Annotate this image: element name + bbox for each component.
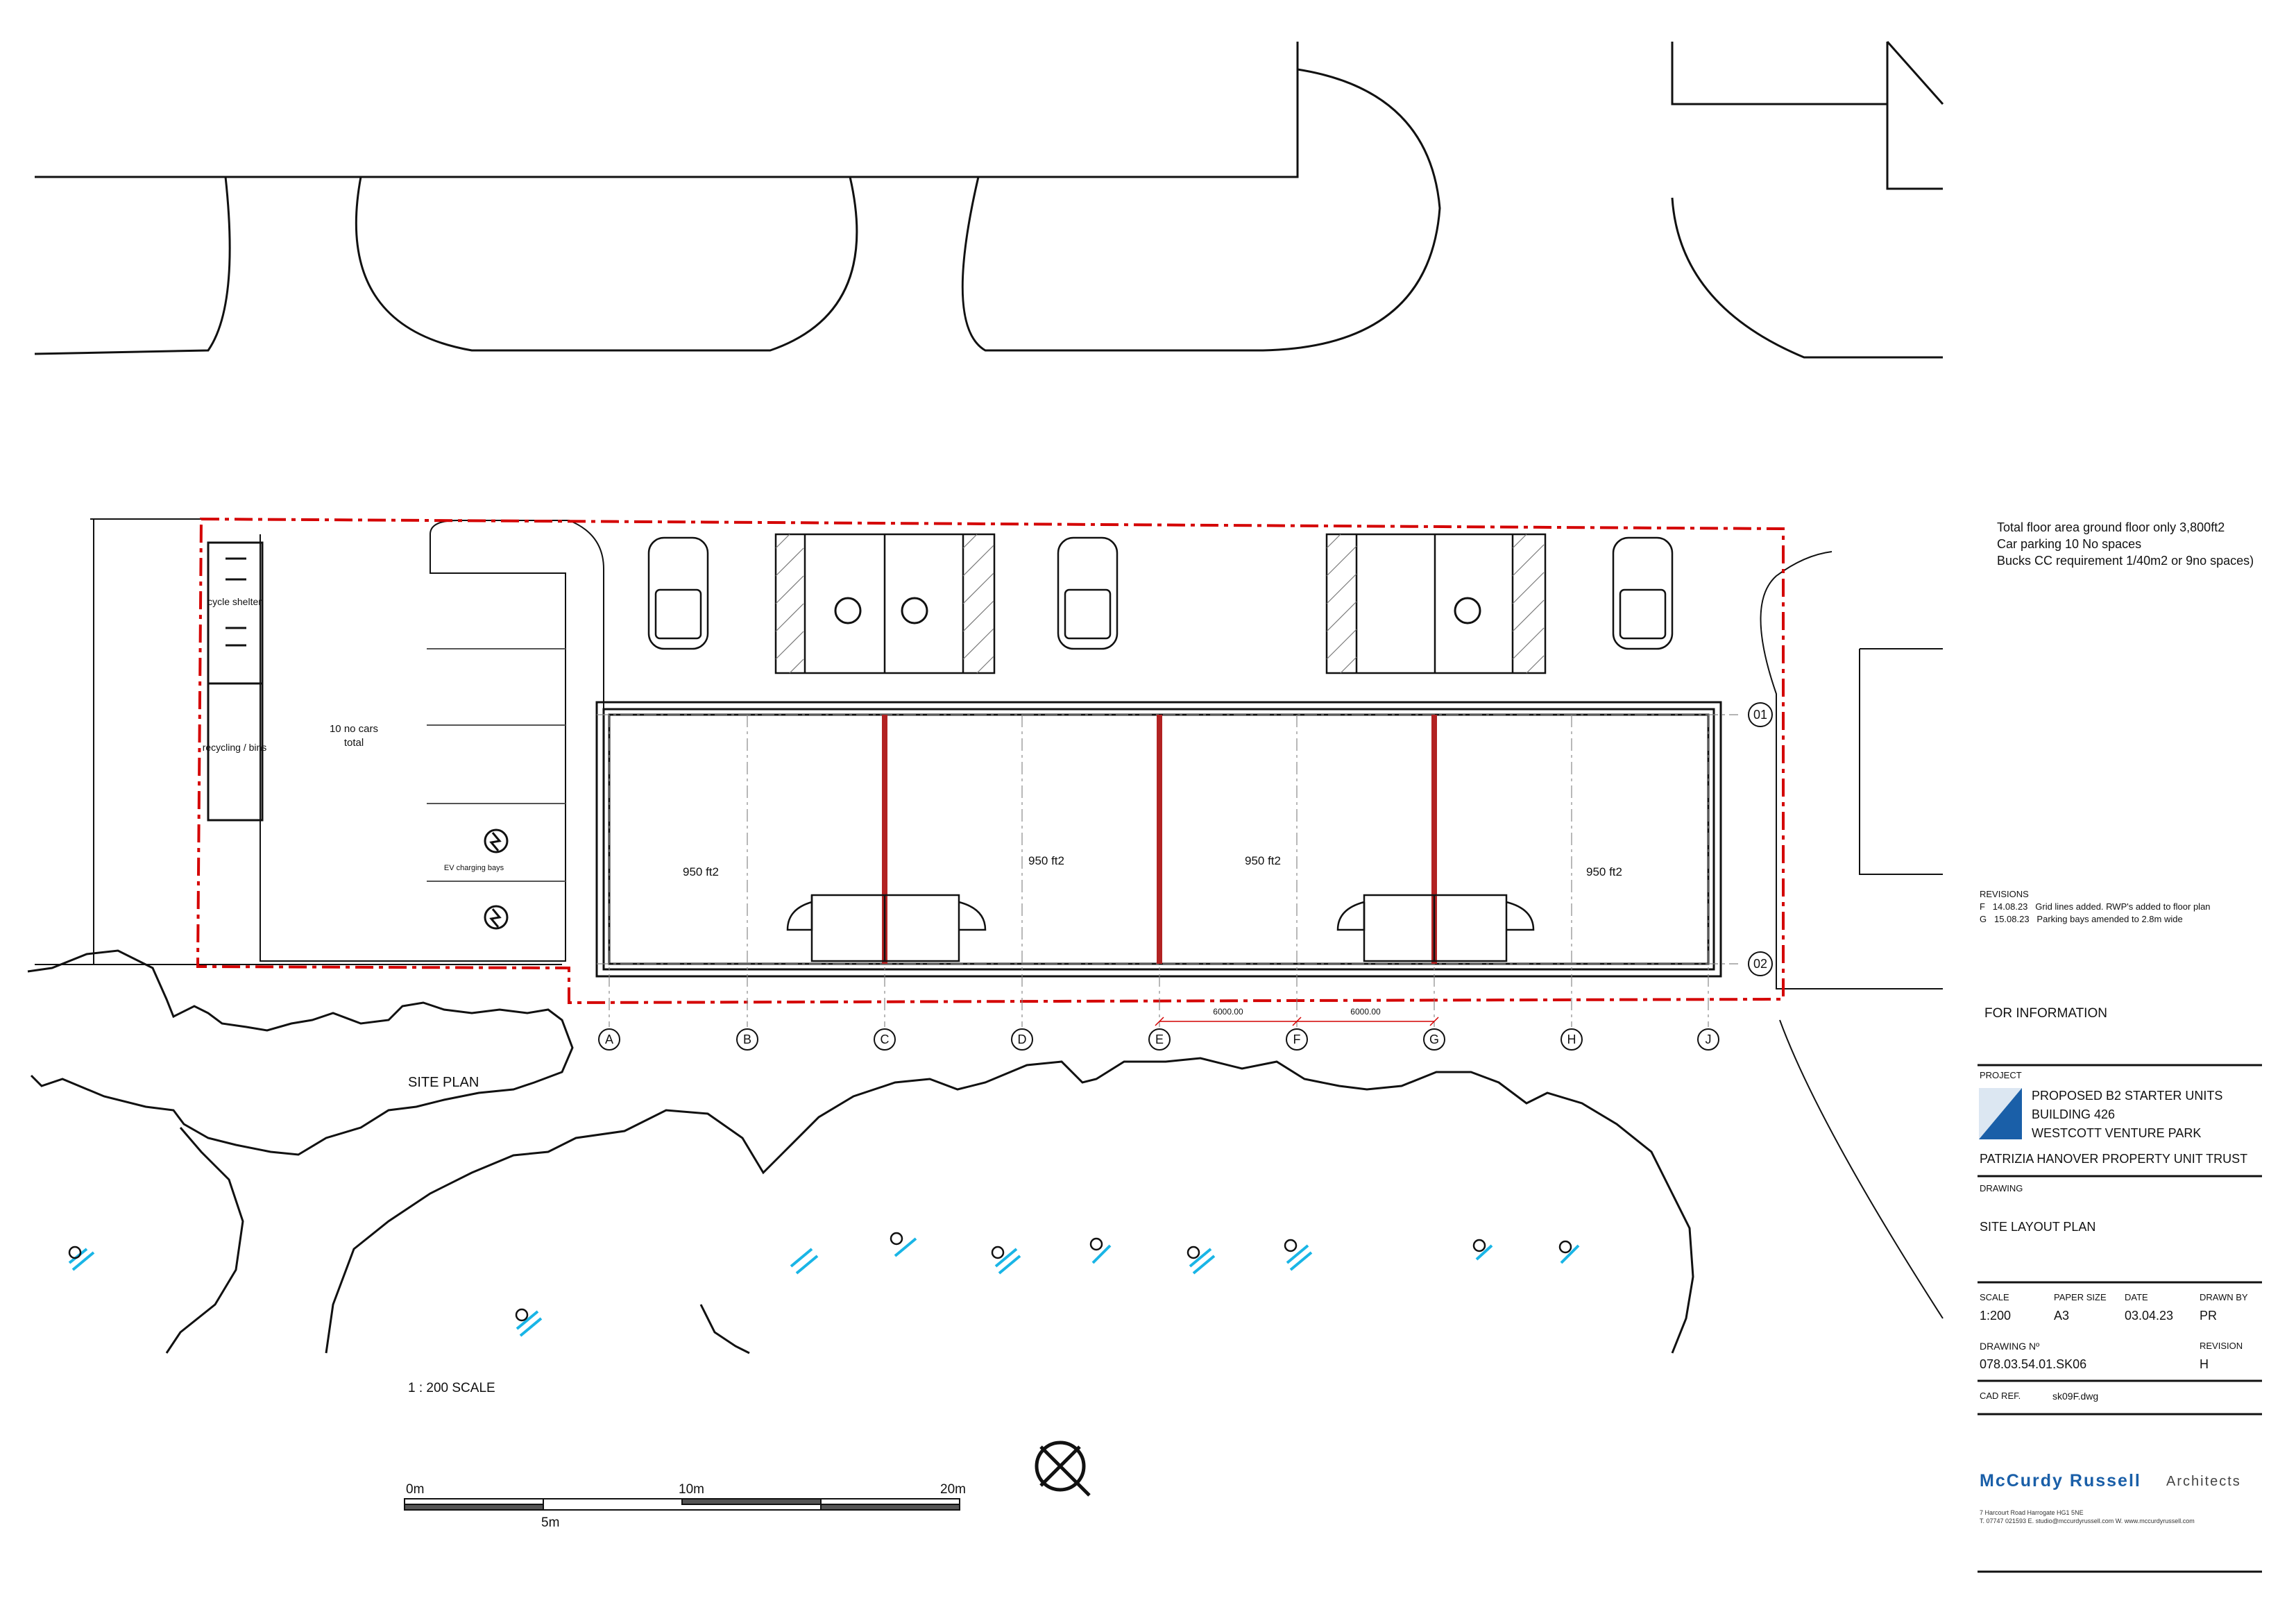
drawing-title: SITE LAYOUT PLAN <box>1980 1220 2096 1234</box>
scale-0m: 0m <box>406 1482 424 1497</box>
firm-suffix: Architects <box>2166 1474 2241 1489</box>
dimension-fg: 6000.00 <box>1350 1007 1381 1017</box>
revision-row: F 14.08.23 Grid lines added. RWP's added… <box>1980 901 2211 912</box>
drawing-number-heading: DRAWING Nº <box>1980 1341 2040 1352</box>
tree-tag-icon <box>68 1237 1580 1337</box>
area-notes: Total floor area ground floor only 3,800… <box>1997 519 2254 569</box>
unit-area-4: 950 ft2 <box>1586 865 1622 878</box>
note-total-area: Total floor area ground floor only 3,800… <box>1997 520 2225 534</box>
scale-10m: 10m <box>679 1482 704 1497</box>
grid-col-h: H <box>1567 1033 1576 1046</box>
welfare-blocks <box>786 894 1535 962</box>
site-plan-label: SITE PLAN <box>408 1075 479 1090</box>
hatched-zone <box>775 534 1545 674</box>
ev-charger-icon <box>484 829 509 930</box>
existing-buildings <box>34 41 1944 359</box>
scale-bar <box>404 1498 960 1511</box>
grid-col-g: G <box>1429 1033 1439 1046</box>
recycling-label: recycling / bins <box>203 742 267 753</box>
drawing-heading: DRAWING <box>1980 1183 2023 1193</box>
unit-area-1: 950 ft2 <box>683 865 719 878</box>
grid-col-e: E <box>1155 1033 1164 1046</box>
tree-canopy <box>27 949 1694 1354</box>
firm-name: McCurdy Russell <box>1980 1471 2141 1490</box>
plot-lines <box>35 518 1944 1319</box>
cars-label-1: 10 no cars <box>330 723 378 735</box>
car-park-bays <box>427 648 566 882</box>
paper-size-heading: PAPER SIZE <box>2054 1292 2107 1302</box>
grid-col-j: J <box>1706 1033 1712 1046</box>
client-name: PATRIZIA HANOVER PROPERTY UNIT TRUST <box>1980 1152 2248 1166</box>
cad-ref-heading: CAD REF. <box>1980 1391 2021 1401</box>
cars-label-2: total <box>344 737 364 749</box>
title-block-frame <box>1978 1064 2262 1573</box>
cycle-shelter <box>207 541 264 822</box>
drawing-number-value: 078.03.54.01.SK06 <box>1980 1357 2087 1371</box>
scale-20m: 20m <box>940 1482 966 1497</box>
party-walls <box>882 715 1437 964</box>
paper-size-value: A3 <box>2054 1309 2070 1323</box>
site-boundary <box>196 517 1785 1005</box>
grid-col-b: B <box>743 1033 751 1046</box>
scale-5m: 5m <box>541 1515 559 1530</box>
grid-col-f: F <box>1293 1033 1301 1046</box>
dimension-line <box>1155 1017 1439 1026</box>
car-icon <box>647 536 1674 650</box>
revision-value: H <box>2200 1357 2209 1371</box>
wheelchair-icon <box>834 597 1481 624</box>
north-arrow-icon <box>1035 1441 1091 1497</box>
unit-area-2: 950 ft2 <box>1028 854 1064 867</box>
drawn-by-value: PR <box>2200 1309 2218 1323</box>
status-label: FOR INFORMATION <box>1984 1006 2107 1021</box>
accessible-bays <box>774 533 1547 674</box>
revision-row: G 15.08.23 Parking bays amended to 2.8m … <box>1980 914 2183 924</box>
note-car-parking: Car parking 10 No spaces <box>1997 537 2142 551</box>
cycle-shelter-label: cycle shelter <box>207 596 262 607</box>
grid-col-c: C <box>881 1033 890 1046</box>
company-logo <box>1979 1088 2022 1139</box>
note-requirement: Bucks CC requirement 1/40m2 or 9no space… <box>1997 554 2254 568</box>
tree-trunk-icon <box>68 1232 1572 1322</box>
firm-address: 7 Harcourt Road Harrogate HG1 5NE T. 077… <box>1980 1509 2195 1524</box>
revision-heading: REVISION <box>2200 1341 2243 1351</box>
grid-row-02: 02 <box>1753 957 1767 971</box>
scale-value: 1:200 <box>1980 1309 2012 1323</box>
grid-row-01: 01 <box>1753 708 1767 722</box>
unit-area-3: 950 ft2 <box>1245 854 1281 867</box>
drawn-by-heading: DRAWN BY <box>2200 1292 2248 1302</box>
grid-col-a: A <box>605 1033 613 1046</box>
grid-col-d: D <box>1018 1033 1027 1046</box>
ev-charging-label: EV charging bays <box>444 864 504 872</box>
grid-lines <box>597 714 1738 1027</box>
dimension-ef: 6000.00 <box>1213 1007 1243 1017</box>
date-value: 03.04.23 <box>2125 1309 2174 1323</box>
project-name: PROPOSED B2 STARTER UNITS BUILDING 426 W… <box>2032 1089 2223 1140</box>
revisions: REVISIONS F 14.08.23 Grid lines added. R… <box>1980 888 2211 926</box>
date-heading: DATE <box>2125 1292 2148 1302</box>
scale-label: 1 : 200 SCALE <box>408 1381 495 1395</box>
scale-heading: SCALE <box>1980 1292 2009 1302</box>
project-heading: PROJECT <box>1980 1070 2022 1080</box>
revisions-heading: REVISIONS <box>1980 889 2029 899</box>
cad-ref-value: sk09F.dwg <box>2052 1391 2099 1402</box>
grid-bubble <box>598 702 1773 1051</box>
